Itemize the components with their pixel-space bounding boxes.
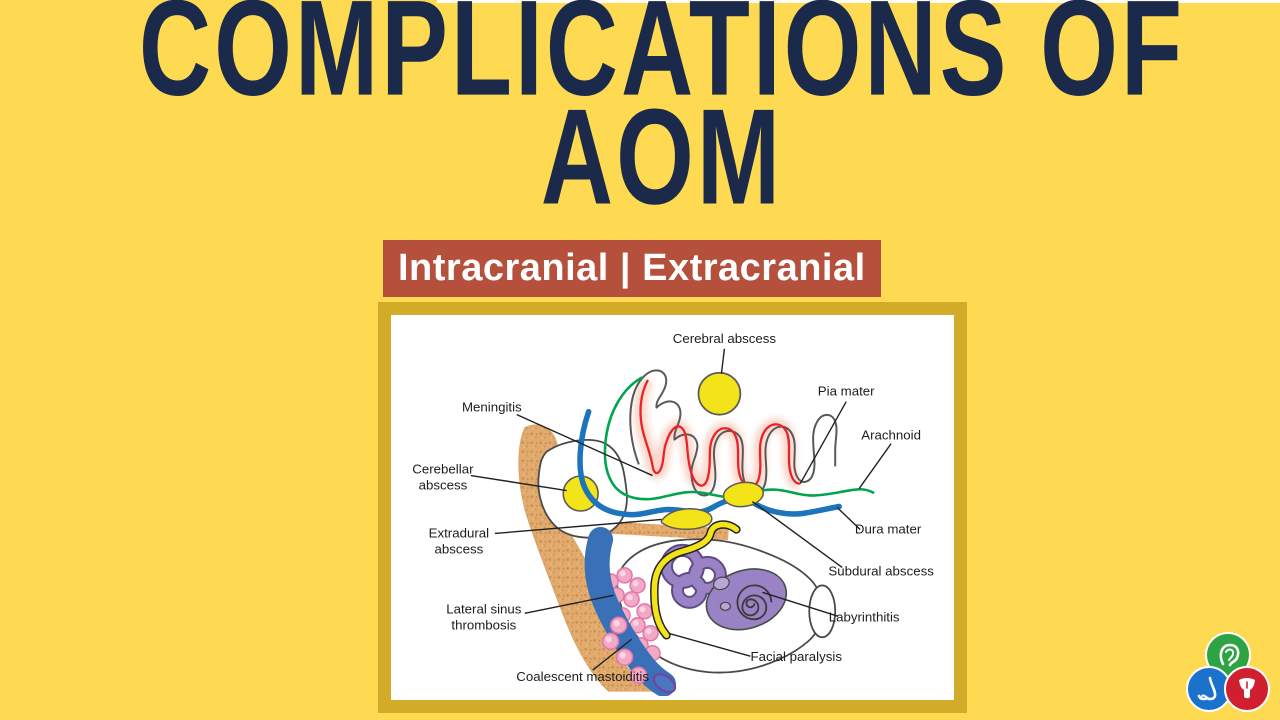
label-extradural-line2: abscess [435, 541, 484, 556]
sinus-tip [652, 673, 677, 694]
mastoid-air-cells-front [601, 616, 648, 684]
leader-dura-mater [836, 506, 861, 530]
semicircular-canals [660, 543, 727, 609]
leader-extradural-abscess [494, 518, 662, 535]
slide-top-edge [437, 0, 1280, 3]
leader-lateral-sinus [524, 594, 614, 614]
leader-lines [470, 348, 892, 671]
throat-icon [1239, 678, 1255, 699]
gyri-outline [629, 369, 838, 497]
leader-cerebral-abscess [720, 348, 726, 374]
label-extradural-line1: Extradural [429, 525, 490, 540]
leader-coalescent-mastoiditis [592, 638, 633, 671]
leader-subdural-abscess [751, 500, 843, 568]
cochlea-spiral [736, 584, 773, 621]
page-title: COMPLICATIONS OF AOM [22, 0, 1280, 234]
label-dura-mater: Dura mater [855, 521, 922, 536]
leader-labyrinthitis [762, 591, 839, 617]
label-facial-paralysis: Facial paralysis [751, 649, 843, 664]
label-arachnoid: Arachnoid [861, 428, 921, 443]
leader-arachnoid [858, 443, 892, 489]
label-cerebral-abscess: Cerebral abscess [673, 331, 777, 346]
nose-icon [1197, 676, 1217, 701]
arachnoid-line [603, 376, 875, 501]
label-cerebellar-line2: abscess [419, 478, 468, 493]
label-cerebellar-line1: Cerebellar [412, 462, 474, 477]
subtitle-banner: Intracranial | Extracranial [383, 240, 881, 297]
ent-logo [1186, 632, 1270, 712]
page-title-line2: AOM [540, 81, 784, 234]
brain-gyri [629, 369, 838, 497]
page-title-line1: COMPLICATIONS OF [138, 0, 1186, 125]
facial-nerve [650, 520, 741, 640]
leader-meningitis [516, 414, 653, 477]
label-lateral-sinus-line1: Lateral sinus [446, 601, 522, 616]
extradural-abscess-shape [660, 508, 713, 530]
leader-facial-paralysis [668, 632, 751, 657]
ear-icon [1219, 643, 1240, 667]
label-lateral-sinus-line2: thrombosis [451, 617, 516, 632]
subdural-abscess-shape [722, 481, 764, 508]
label-coalescent-mastoiditis: Coalescent mastoiditis [516, 669, 649, 684]
cochlea [705, 568, 788, 631]
pia-mater-line [639, 379, 801, 488]
cerebral-abscess-shape [697, 371, 742, 416]
label-labyrinthitis: Labyrinthitis [829, 609, 900, 624]
diagram-frame: Cerebral abscess Pia mater Meningitis Ar… [378, 302, 967, 713]
leader-cerebellar-abscess [470, 474, 567, 492]
label-meningitis: Meningitis [462, 400, 522, 415]
leader-pia-mater [799, 401, 847, 484]
label-pia-mater: Pia mater [818, 384, 875, 399]
anatomy-diagram: Cerebral abscess Pia mater Meningitis Ar… [412, 331, 934, 696]
label-subdural-abscess: Subdural abscess [828, 563, 934, 578]
